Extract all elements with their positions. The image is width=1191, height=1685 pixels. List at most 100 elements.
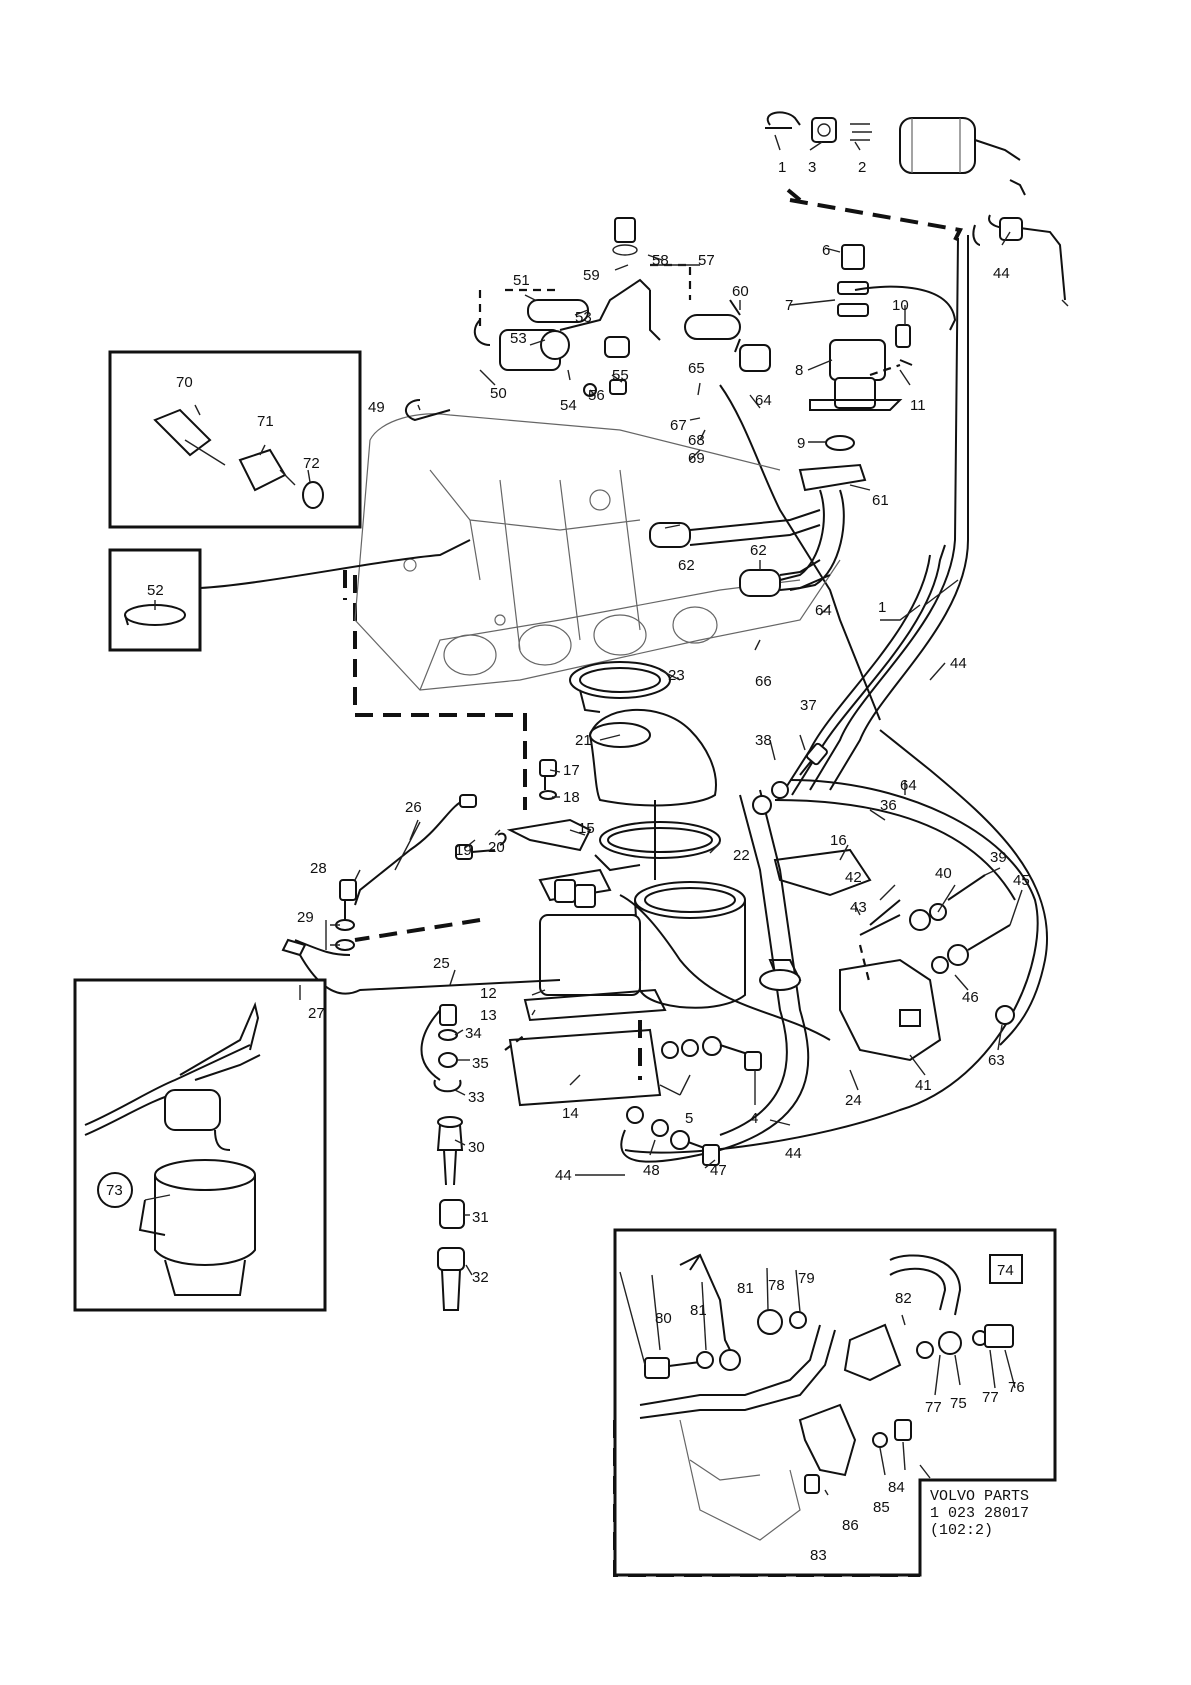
label-part-2: 2: [858, 159, 866, 176]
label-part-8: 8: [795, 362, 803, 379]
label-part-16: 16: [830, 832, 847, 849]
label-part-64-a: 64: [815, 602, 832, 619]
cold-start-group: [405, 217, 771, 422]
label-part-79: 79: [798, 1270, 815, 1287]
label-part-58: 58: [652, 252, 669, 269]
label-part-51: 51: [513, 272, 530, 289]
label-part-10: 10: [892, 297, 909, 314]
bolts-right: [752, 742, 901, 926]
stamp-line-1: VOLVO PARTS: [930, 1488, 1029, 1505]
label-part-39: 39: [990, 849, 1007, 866]
label-part-78: 78: [768, 1277, 785, 1294]
label-part-44: 44: [993, 265, 1010, 282]
label-part-27: 27: [308, 1005, 325, 1022]
label-part-23: 23: [668, 667, 685, 684]
fuel-filter-assembly: [765, 111, 1069, 307]
label-part-81-a: 81: [690, 1302, 707, 1319]
label-part-1: 1: [778, 159, 786, 176]
thermo-switch-group: [779, 244, 957, 591]
fuel-lines: [620, 235, 1048, 1163]
intake-manifold: [354, 413, 841, 691]
hoses-61-62: [649, 509, 831, 597]
throttle-housing-group: [506, 818, 831, 1107]
inset-box-73: [73, 978, 327, 1312]
air-boot-group: [569, 661, 721, 880]
label-part-53-b: 53: [575, 309, 592, 326]
label-part-64-c: 64: [755, 392, 772, 409]
label-part-33: 33: [468, 1089, 485, 1106]
label-part-80: 80: [655, 1310, 672, 1327]
label-part-11: 11: [910, 397, 926, 414]
leader-lines: [144, 134, 1023, 1496]
label-part-44-d: 44: [555, 1167, 572, 1184]
label-part-73: 73: [106, 1182, 123, 1199]
inset-box-52: [108, 539, 471, 652]
label-part-52: 52: [147, 582, 164, 599]
label-part-74: 74: [997, 1262, 1014, 1279]
label-part-40: 40: [935, 865, 952, 882]
label-part-83: 83: [810, 1547, 827, 1564]
label-part-75: 75: [950, 1395, 967, 1412]
label-part-14: 14: [562, 1105, 579, 1122]
label-part-1-b: 1: [878, 599, 886, 616]
label-part-6: 6: [822, 242, 830, 259]
label-part-36: 36: [880, 797, 897, 814]
label-part-35: 35: [472, 1055, 489, 1072]
label-part-4: 4: [750, 1110, 758, 1127]
parts-stamp: VOLVO PARTS 1 023 28017 (102:2): [920, 1479, 1055, 1539]
label-part-72: 72: [303, 455, 320, 472]
label-part-32: 32: [472, 1269, 489, 1286]
label-part-59: 59: [583, 267, 600, 284]
label-part-34: 34: [465, 1025, 482, 1042]
left-hardware: [281, 759, 561, 1311]
label-part-47: 47: [710, 1162, 727, 1179]
label-part-20: 20: [488, 839, 505, 856]
label-part-48: 48: [643, 1162, 660, 1179]
label-part-44-c: 44: [785, 1145, 802, 1162]
label-part-70: 70: [176, 374, 193, 391]
label-part-9: 9: [797, 435, 805, 452]
inset-box-74: [613, 1228, 1057, 1577]
stamp-line-3: (102:2): [930, 1522, 993, 1539]
stamp-line-2: 1 023 28017: [930, 1505, 1029, 1522]
part-number-labels: 1 3 2 44 6 7 10 8 11 9 61 62 62 64 1 44 …: [97, 159, 1030, 1564]
label-part-18: 18: [563, 789, 580, 806]
label-part-19: 19: [455, 842, 472, 859]
label-part-62-b: 62: [750, 542, 767, 559]
label-part-77-a: 77: [925, 1399, 942, 1416]
label-part-77-b: 77: [982, 1389, 999, 1406]
label-part-17: 17: [563, 762, 580, 779]
label-part-56: 56: [588, 387, 605, 404]
label-part-43: 43: [850, 899, 867, 916]
inset-box-70-72: [108, 350, 362, 529]
label-part-45: 45: [1013, 872, 1030, 889]
label-part-21: 21: [575, 732, 592, 749]
label-part-42: 42: [845, 869, 862, 886]
label-part-28: 28: [310, 860, 327, 877]
label-part-24: 24: [845, 1092, 862, 1109]
label-part-46: 46: [962, 989, 979, 1006]
label-part-49: 49: [368, 399, 385, 416]
label-part-60: 60: [732, 283, 749, 300]
label-part-57: 57: [698, 252, 715, 269]
label-part-22: 22: [733, 847, 750, 864]
label-part-61: 61: [872, 492, 889, 509]
label-part-31: 31: [472, 1209, 489, 1226]
label-part-26: 26: [405, 799, 422, 816]
label-part-44-b: 44: [950, 655, 967, 672]
label-part-62-a: 62: [678, 557, 695, 574]
label-part-86: 86: [842, 1517, 859, 1534]
label-part-37: 37: [800, 697, 817, 714]
label-part-12: 12: [480, 985, 497, 1002]
label-part-41: 41: [915, 1077, 932, 1094]
label-part-7: 7: [785, 297, 793, 314]
label-part-71: 71: [257, 413, 274, 430]
regulator-group: [773, 848, 1015, 1062]
label-part-84: 84: [888, 1479, 905, 1496]
label-part-38: 38: [755, 732, 772, 749]
label-part-81-b: 81: [737, 1280, 754, 1297]
label-part-30: 30: [468, 1139, 485, 1156]
label-part-55: 55: [612, 367, 629, 384]
label-part-13: 13: [480, 1007, 497, 1024]
